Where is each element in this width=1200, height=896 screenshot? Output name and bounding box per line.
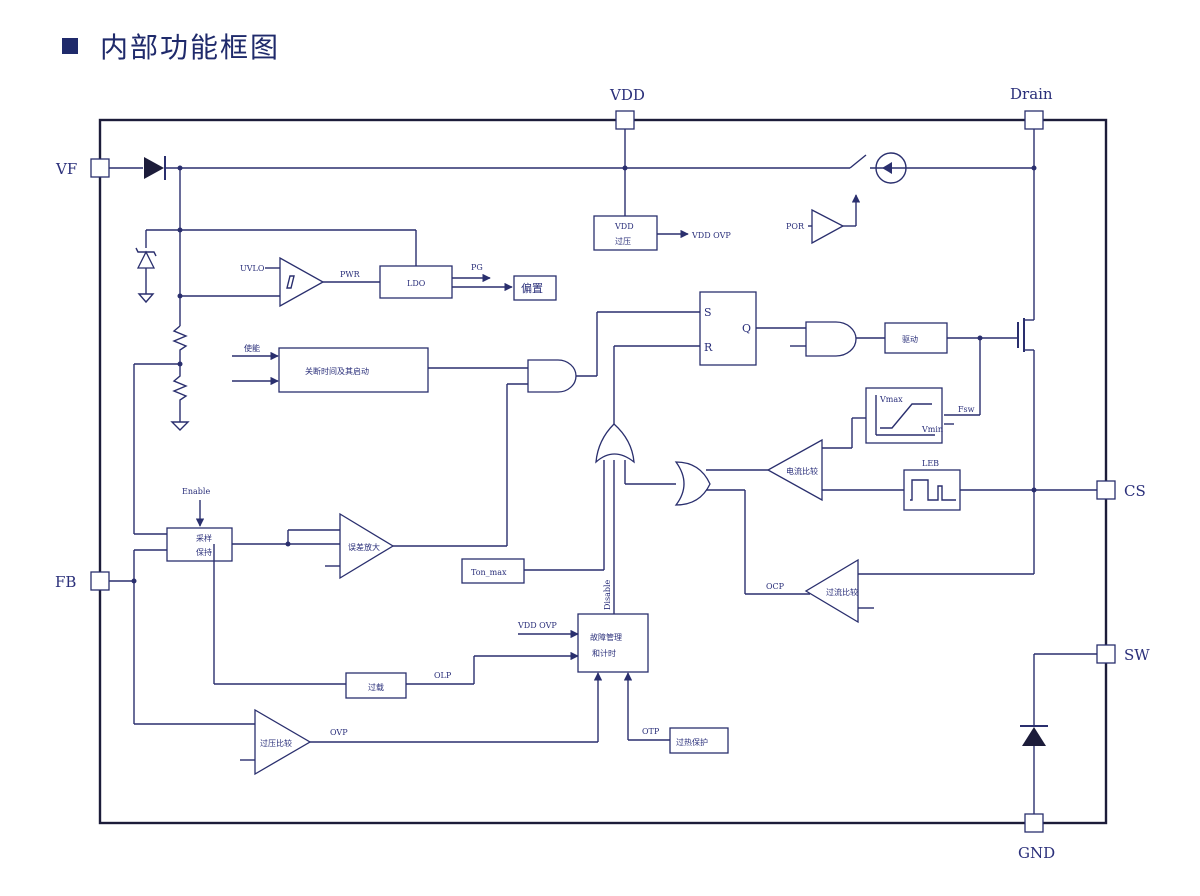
fault-manager: 故障管理 和计时 VDD OVP Disable <box>517 579 649 673</box>
svg-text:Drain: Drain <box>1010 85 1053 103</box>
uvlo-ldo-chain: UVLO PWR LDO PG 偏置 <box>180 229 557 308</box>
svg-text:Fsw: Fsw <box>958 405 975 414</box>
or-gate-reset <box>524 345 700 614</box>
svg-text:过压: 过压 <box>615 236 631 246</box>
sample-hold: Enable 采样 保持 <box>109 363 340 724</box>
leb-block: LEB <box>903 459 1097 511</box>
svg-text:Ton_max: Ton_max <box>471 568 507 577</box>
zener-divider <box>135 168 190 431</box>
svg-text:采样: 采样 <box>196 533 212 543</box>
svg-text:PG: PG <box>471 263 483 272</box>
svg-text:故障管理: 故障管理 <box>590 632 622 642</box>
pin-drain: Drain <box>1010 85 1053 130</box>
svg-text:FB: FB <box>55 573 76 591</box>
and-gate-set <box>393 311 700 547</box>
pin-vdd: VDD <box>609 86 645 130</box>
heading-bullet-icon <box>62 38 78 54</box>
input-diode-icon <box>144 156 166 180</box>
page-title: 内部功能框图 <box>100 31 281 64</box>
ton-max-block: Ton_max <box>461 558 525 584</box>
svg-text:电流比较: 电流比较 <box>786 466 818 476</box>
svg-text:LDO: LDO <box>407 279 426 288</box>
gate-driver: 驱动 <box>790 321 1018 416</box>
svg-text:偏置: 偏置 <box>521 281 543 295</box>
svg-text:CS: CS <box>1124 482 1146 500</box>
svg-text:过载: 过载 <box>368 682 384 692</box>
sr-latch: S R Q <box>699 291 808 366</box>
svg-text:LEB: LEB <box>922 459 939 468</box>
por-buffer: POR <box>786 194 861 245</box>
ovp-comparator: 过压比较 OVP <box>134 672 603 776</box>
svg-text:保持: 保持 <box>196 547 212 557</box>
pin-vf: VF <box>55 158 110 178</box>
vdd-ovp-block: VDD 过压 VDD OVP <box>593 168 731 251</box>
or-gate-ocp: OCP <box>624 460 810 595</box>
svg-text:和计时: 和计时 <box>592 648 616 658</box>
svg-text:OVP: OVP <box>330 728 348 737</box>
olp-block: 过载 OLP <box>213 544 579 699</box>
svg-text:Vmax: Vmax <box>879 395 903 404</box>
error-amplifier: 误差放大 <box>325 512 395 580</box>
svg-text:驱动: 驱动 <box>902 334 918 344</box>
svg-text:S: S <box>704 306 712 319</box>
svg-text:VDD OVP: VDD OVP <box>517 621 557 630</box>
svg-text:OCP: OCP <box>766 582 785 591</box>
svg-text:GND: GND <box>1018 844 1055 862</box>
svg-text:VF: VF <box>55 160 77 178</box>
current-comparator: 电流比较 <box>706 438 904 502</box>
svg-text:PWR: PWR <box>340 270 361 279</box>
svg-text:OTP: OTP <box>642 727 660 736</box>
svg-text:SW: SW <box>1124 646 1150 664</box>
freewheel-diode <box>1020 653 1097 814</box>
off-time-timer: 使能 关断时间及其启动 <box>232 343 530 393</box>
supply-rail <box>109 129 1037 320</box>
svg-text:Disable: Disable <box>603 579 612 610</box>
pin-sw: SW <box>1096 644 1150 664</box>
svg-text:VDD: VDD <box>609 86 645 104</box>
svg-text:过压比较: 过压比较 <box>260 738 292 748</box>
svg-text:POR: POR <box>786 222 805 231</box>
svg-text:过热保护: 过热保护 <box>676 737 708 747</box>
svg-text:Enable: Enable <box>182 487 210 496</box>
svg-text:Vmin: Vmin <box>921 425 943 434</box>
svg-text:关断时间及其启动: 关断时间及其启动 <box>305 366 369 376</box>
svg-text:过流比较: 过流比较 <box>826 587 858 597</box>
svg-text:误差放大: 误差放大 <box>348 542 380 552</box>
svg-text:OLP: OLP <box>434 671 452 680</box>
pin-gnd: GND <box>1018 813 1055 862</box>
svg-text:Q: Q <box>742 322 751 335</box>
ramp-generator: Vmax Vmin Fsw <box>822 387 975 449</box>
power-mosfet-icon <box>1017 318 1037 493</box>
page-heading: 内部功能框图 <box>62 26 280 66</box>
svg-text:VDD OVP: VDD OVP <box>691 231 731 240</box>
svg-text:UVLO: UVLO <box>240 264 265 273</box>
pin-cs: CS <box>1096 480 1146 500</box>
current-source-icon <box>875 152 907 184</box>
pin-fb: FB <box>55 571 110 591</box>
otp-block: 过热保护 OTP <box>623 672 729 754</box>
svg-text:VDD: VDD <box>614 222 634 231</box>
ocp-comparator: 过流比较 <box>804 490 1035 624</box>
svg-text:使能: 使能 <box>244 343 260 353</box>
chip-outline <box>98 118 1108 825</box>
svg-text:R: R <box>704 341 713 354</box>
